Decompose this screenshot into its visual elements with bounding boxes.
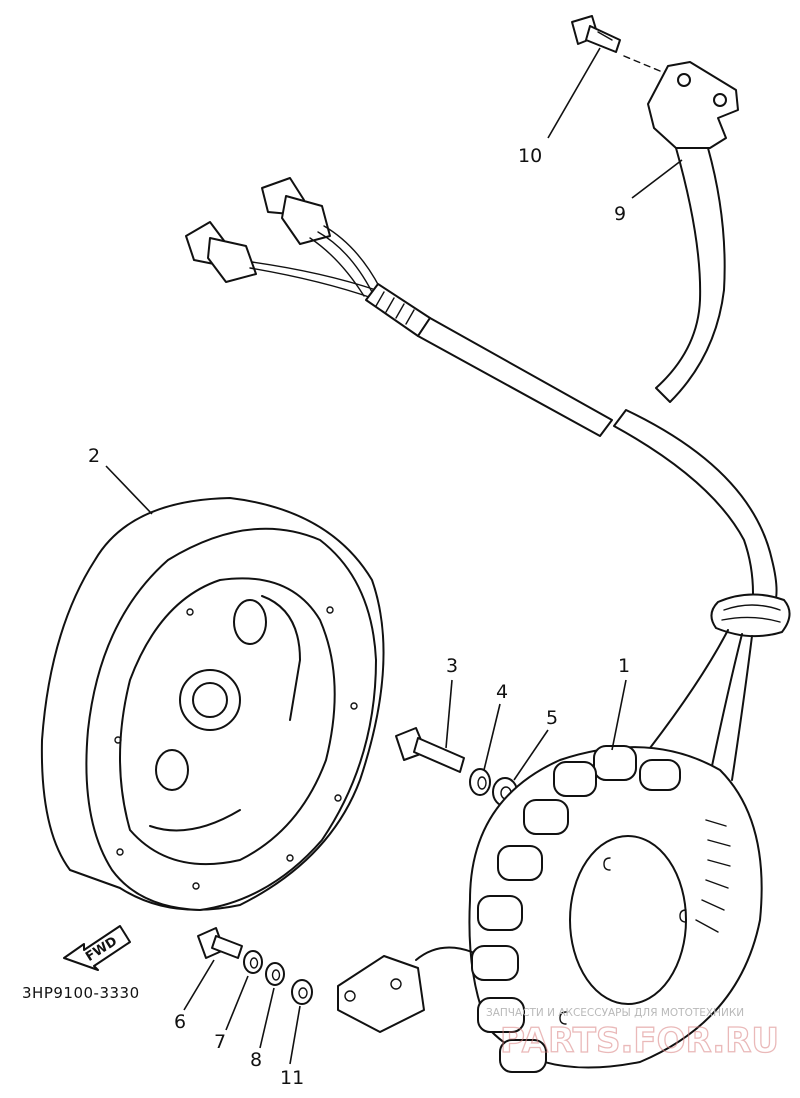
wire-harness xyxy=(185,177,791,781)
bolt-10 xyxy=(571,15,621,53)
washer-11 xyxy=(291,979,313,1005)
watermark-tagline: ЗАПЧАСТИ И АКСЕССУАРЫ ДЛЯ МОТОТЕХНИКИ xyxy=(486,1007,744,1019)
callout-5: 5 xyxy=(546,707,558,729)
leader-3 xyxy=(445,679,453,749)
watermark-brand: PARTS.FOR.RU xyxy=(500,1021,779,1061)
rotor-2 xyxy=(40,497,385,911)
callout-4: 4 xyxy=(496,681,508,703)
callout-2: 2 xyxy=(88,445,100,467)
washer-4 xyxy=(469,768,491,796)
leader-11 xyxy=(289,1005,301,1065)
callout-11: 11 xyxy=(280,1067,304,1089)
callout-10: 10 xyxy=(518,145,542,167)
leader-5 xyxy=(513,729,549,781)
callout-8: 8 xyxy=(250,1049,262,1071)
fwd-arrow-icon xyxy=(63,925,131,971)
stator-1 xyxy=(337,745,763,1073)
callout-7: 7 xyxy=(214,1031,226,1053)
screw-6 xyxy=(197,927,243,959)
callout-3: 3 xyxy=(446,655,458,677)
leader-4 xyxy=(483,703,501,771)
leader-10 xyxy=(547,47,601,139)
part-code: 3HP9100-3330 xyxy=(22,984,140,1002)
callout-1: 1 xyxy=(618,655,630,677)
washer-7 xyxy=(243,950,263,974)
leader-6 xyxy=(183,959,215,1011)
washer-8 xyxy=(265,962,285,986)
leader-2 xyxy=(105,465,153,515)
leader-7 xyxy=(225,975,249,1031)
leader-8 xyxy=(259,987,275,1049)
bracket-9 xyxy=(647,61,739,403)
callout-9: 9 xyxy=(614,203,626,225)
leader-1 xyxy=(611,679,627,751)
bolt-3 xyxy=(395,727,465,773)
callout-6: 6 xyxy=(174,1011,186,1033)
leader-9 xyxy=(631,159,683,199)
